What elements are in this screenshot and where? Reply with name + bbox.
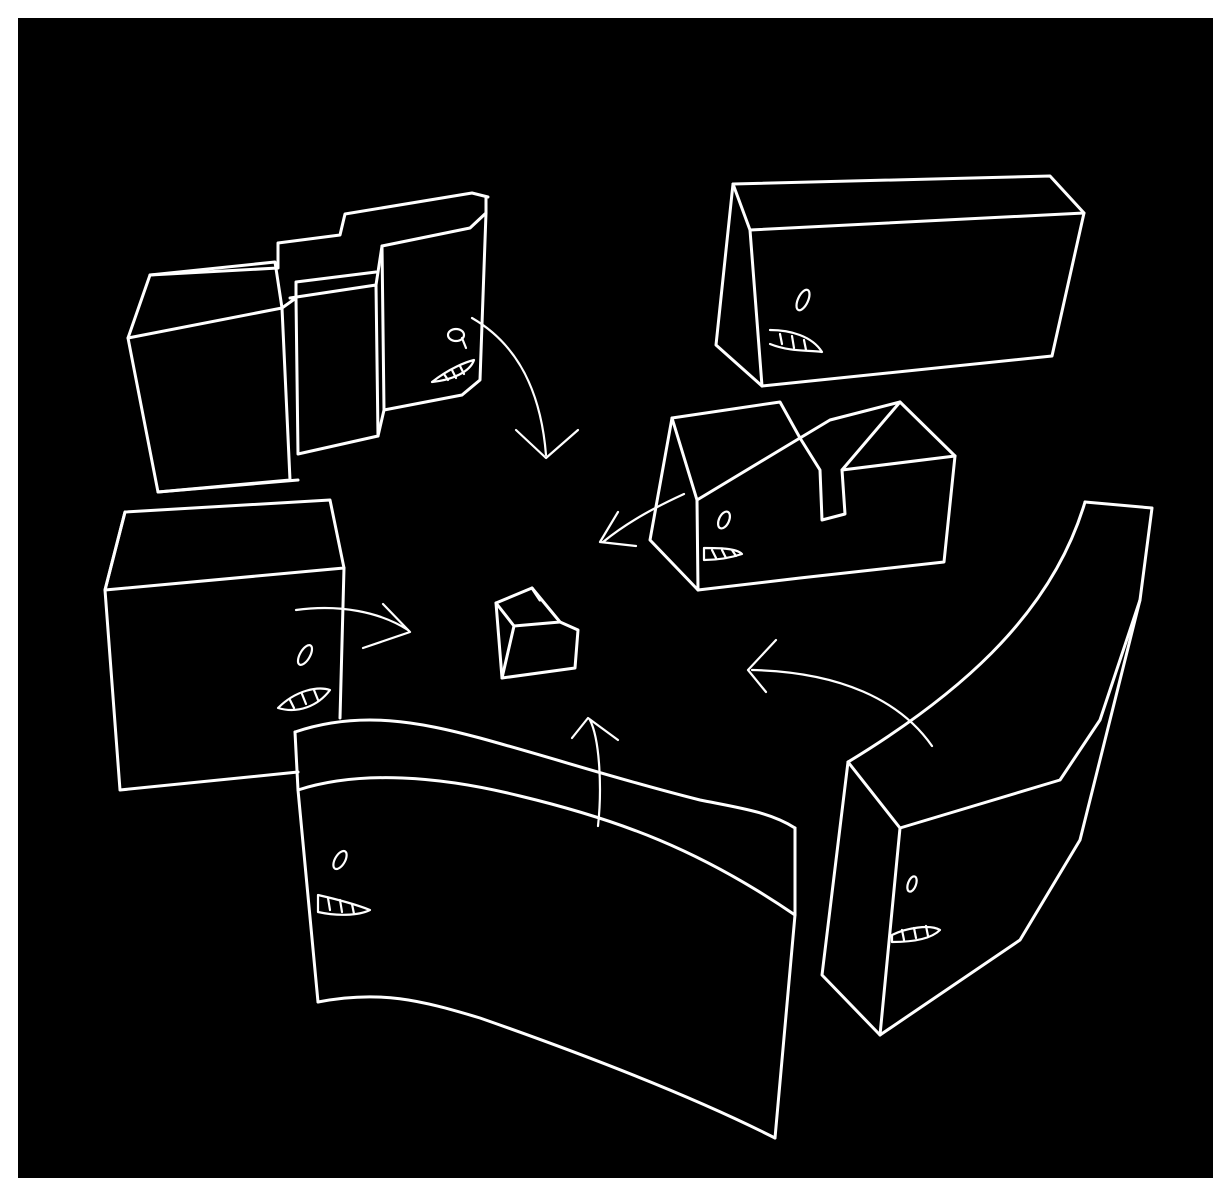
eye-icon	[331, 849, 350, 871]
teeth-icon	[318, 895, 370, 915]
eye-icon	[794, 288, 812, 312]
arrow-from-curved-wall	[748, 640, 932, 746]
arrow-from-stepped-block	[472, 318, 578, 458]
long-box-creature	[716, 176, 1084, 386]
large-panel-creature	[295, 720, 795, 1138]
curved-wall-creature	[822, 502, 1152, 1035]
eye-icon	[295, 643, 315, 667]
small-cube	[496, 588, 578, 678]
arrow-from-notched-box	[600, 494, 684, 546]
arrow-from-tall-box	[296, 604, 410, 648]
notched-box-creature	[650, 402, 955, 590]
teeth-icon	[770, 330, 822, 352]
tall-box-creature	[105, 500, 344, 790]
stepped-block-creature	[128, 193, 488, 492]
eye-icon	[716, 510, 733, 531]
eye-icon	[906, 875, 919, 893]
